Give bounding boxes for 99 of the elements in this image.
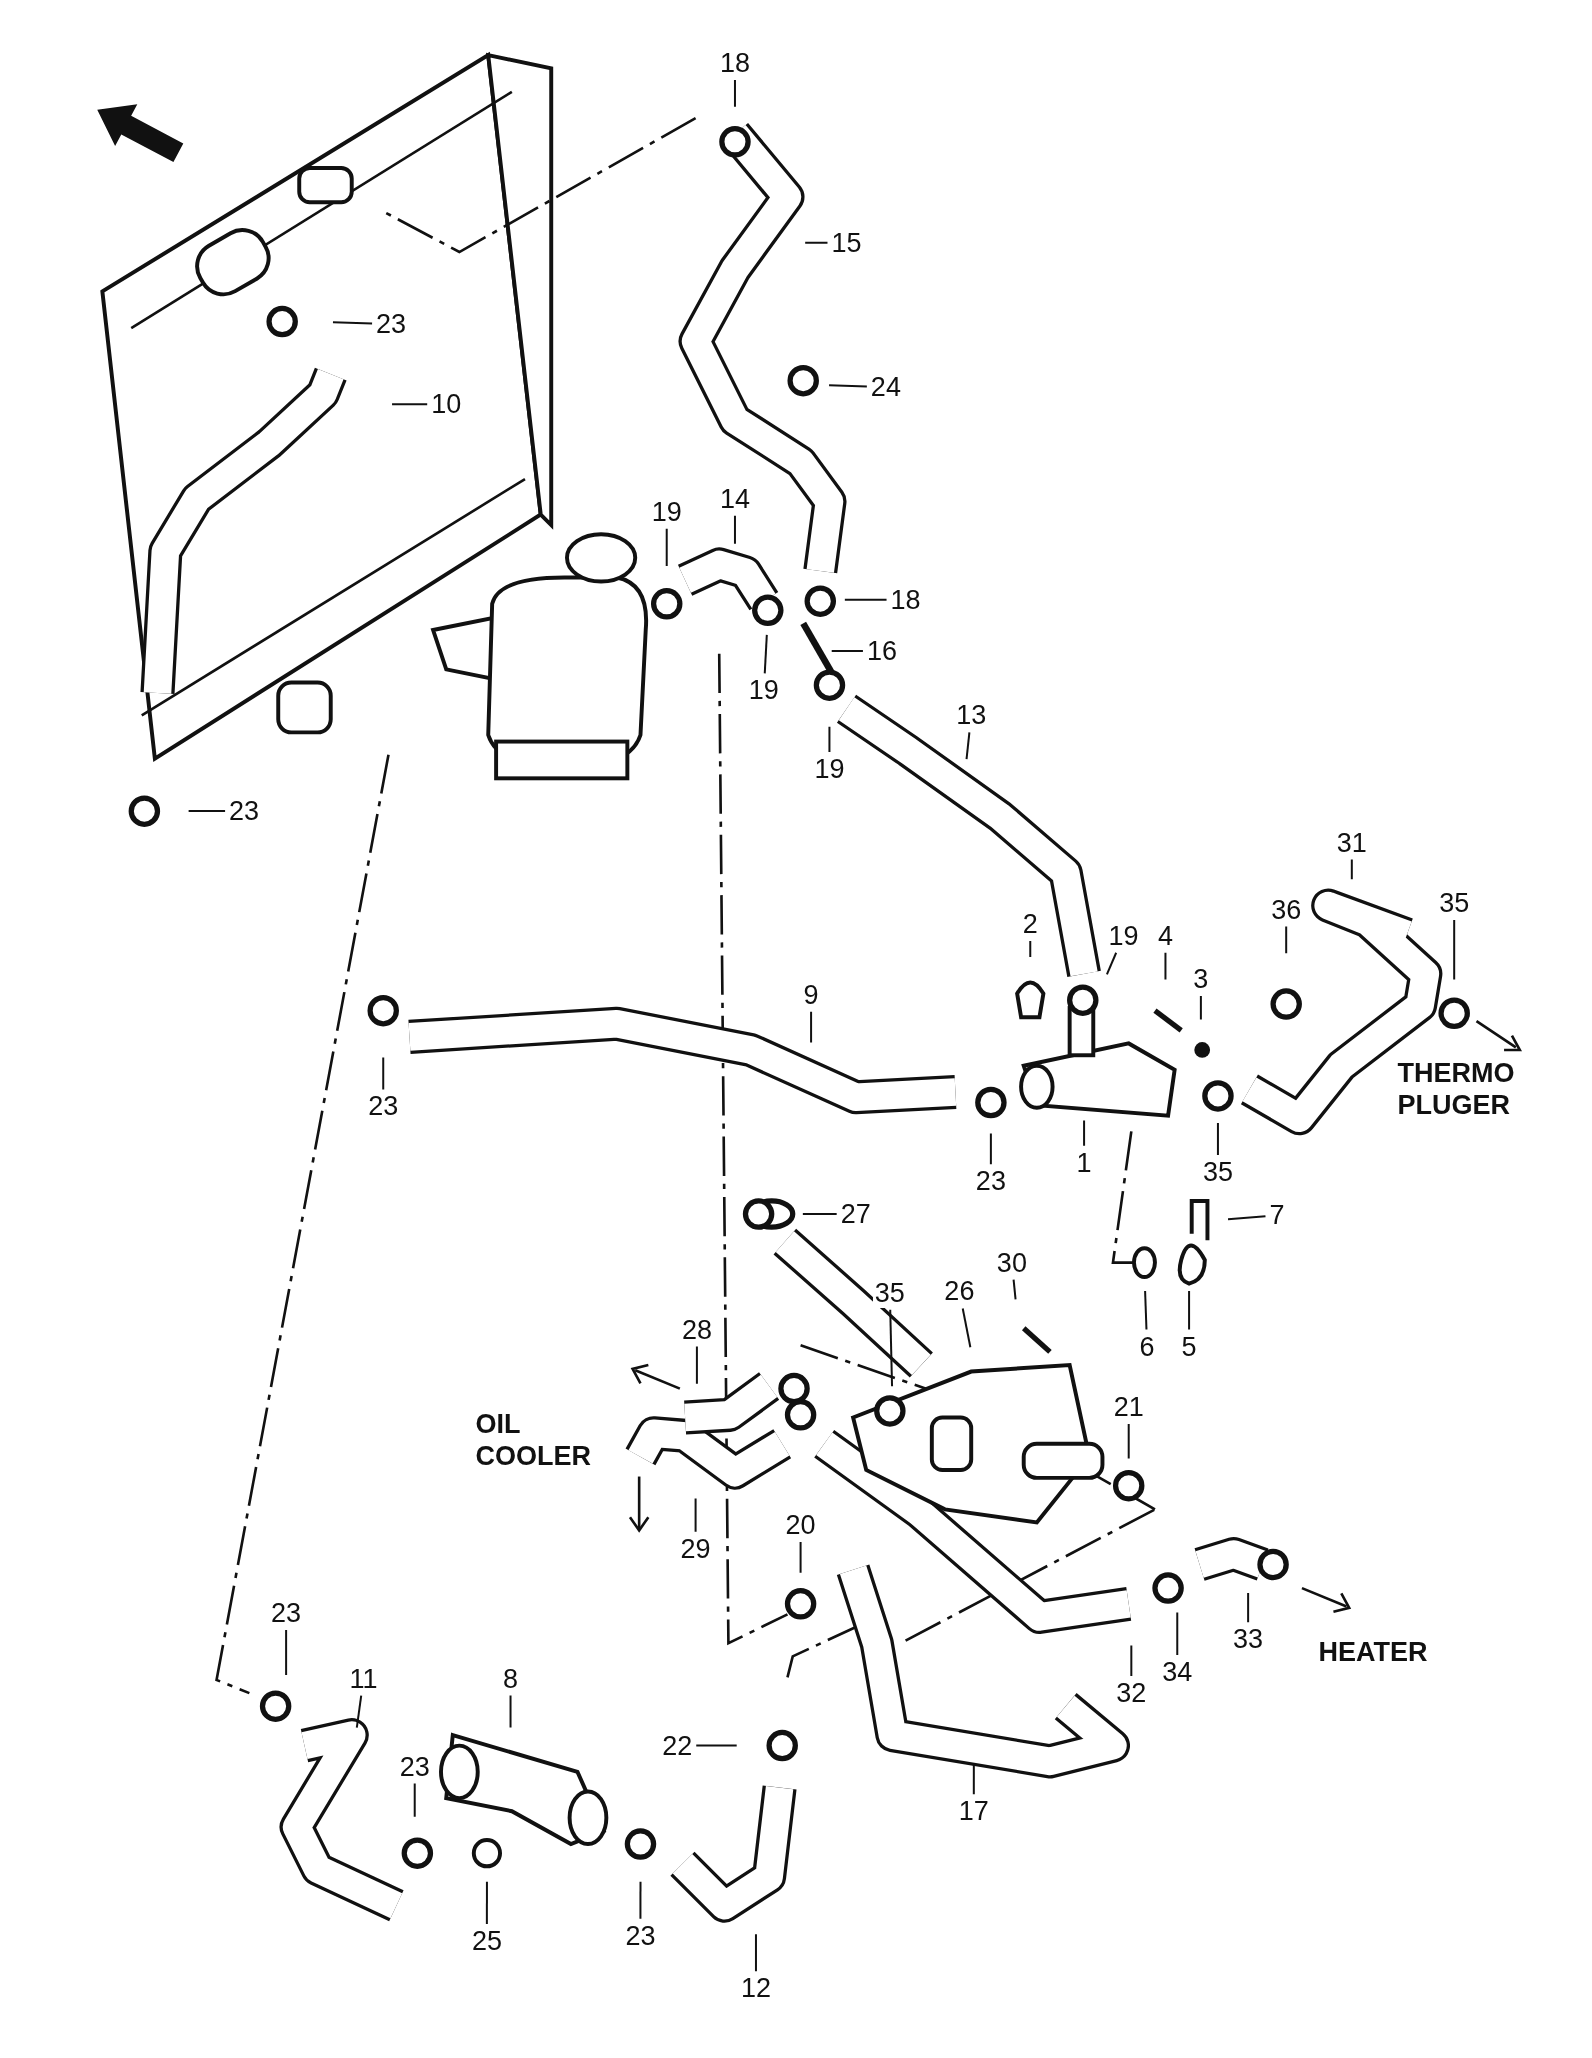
callout-number: 22 bbox=[662, 1730, 693, 1761]
leader-line bbox=[391, 403, 429, 406]
callout-number: 23 bbox=[399, 1751, 430, 1782]
callout-number: 15 bbox=[831, 227, 862, 258]
callout-number: 10 bbox=[431, 389, 462, 420]
leader-line bbox=[1216, 1122, 1219, 1156]
callout-number: 26 bbox=[944, 1276, 975, 1307]
leader-line bbox=[1176, 1611, 1179, 1657]
leader-line bbox=[1285, 925, 1288, 955]
callout-number: 23 bbox=[376, 309, 407, 340]
callout-number: 33 bbox=[1233, 1624, 1264, 1655]
leader-line bbox=[972, 1762, 975, 1796]
callout-number: 4 bbox=[1157, 920, 1173, 951]
callout-number: 7 bbox=[1269, 1200, 1285, 1231]
leader-line bbox=[965, 731, 971, 761]
leader-line bbox=[695, 1345, 698, 1385]
leader-line bbox=[509, 1694, 512, 1729]
leader-line bbox=[810, 1010, 813, 1044]
leader-line bbox=[694, 1497, 697, 1533]
callout-number: 31 bbox=[1336, 827, 1367, 858]
callout-number: 35 bbox=[1202, 1157, 1233, 1187]
leader-line bbox=[665, 527, 668, 568]
callout-number: 23 bbox=[271, 1598, 302, 1628]
callout-number: 8 bbox=[503, 1663, 519, 1694]
leader-line bbox=[830, 649, 864, 652]
callout-number: 32 bbox=[1116, 1678, 1147, 1709]
callout-number: 2 bbox=[1022, 908, 1038, 939]
callout-number: 19 bbox=[1108, 920, 1139, 951]
leader-line bbox=[733, 514, 736, 545]
leader-line bbox=[889, 1308, 894, 1388]
leader-line bbox=[1247, 1591, 1250, 1624]
callout-number: 13 bbox=[956, 700, 987, 731]
callout-number: 30 bbox=[996, 1247, 1027, 1278]
leader-line bbox=[733, 79, 736, 108]
callout-number: 34 bbox=[1162, 1657, 1193, 1688]
callout-number: 24 bbox=[870, 372, 901, 403]
callout-number: 29 bbox=[680, 1533, 711, 1564]
callout-number: 35 bbox=[874, 1277, 905, 1308]
leader-line bbox=[285, 1629, 288, 1677]
leader-line bbox=[1164, 951, 1167, 981]
leader-line bbox=[382, 1056, 385, 1091]
callout-number: 19 bbox=[748, 675, 779, 706]
callout-number: 9 bbox=[803, 979, 819, 1010]
callout-number: 23 bbox=[368, 1091, 399, 1122]
callout-number: 20 bbox=[785, 1510, 816, 1541]
leader-line bbox=[1105, 951, 1118, 976]
callout-number: 6 bbox=[1139, 1331, 1155, 1362]
leader-line bbox=[1029, 939, 1032, 959]
callout-number: 25 bbox=[471, 1926, 502, 1957]
callout-number: 23 bbox=[229, 796, 260, 827]
callout-number: 14 bbox=[719, 483, 750, 514]
leader-line bbox=[1144, 1290, 1148, 1331]
callout-number: 5 bbox=[1181, 1331, 1197, 1362]
callout-number: 19 bbox=[651, 496, 682, 527]
leader-line bbox=[485, 1880, 488, 1926]
callout-number: 16 bbox=[866, 635, 897, 666]
callout-number: 1 bbox=[1076, 1147, 1092, 1178]
callout-number: 35 bbox=[1439, 887, 1470, 918]
leader-line bbox=[1127, 1422, 1130, 1460]
leader-line bbox=[695, 1744, 738, 1747]
leader-line bbox=[804, 241, 829, 244]
callout-number: 19 bbox=[814, 754, 845, 785]
leader-line bbox=[332, 321, 374, 325]
callout-number: 28 bbox=[681, 1314, 712, 1345]
leader-line bbox=[413, 1782, 416, 1818]
leader-line bbox=[763, 633, 768, 675]
leader-line bbox=[1012, 1278, 1017, 1301]
destination-label: THERMO PLUGER bbox=[1397, 1057, 1516, 1122]
callout-number: 17 bbox=[958, 1796, 989, 1827]
callout-number: 11 bbox=[349, 1663, 378, 1694]
leader-line bbox=[187, 810, 227, 813]
callout-number: 27 bbox=[840, 1199, 871, 1229]
callout-number: 23 bbox=[625, 1920, 656, 1951]
destination-label: OIL COOLER bbox=[475, 1407, 593, 1472]
leader-line bbox=[639, 1880, 642, 1920]
leader-line bbox=[843, 598, 888, 601]
callout-number: 21 bbox=[1113, 1391, 1144, 1422]
leader-line bbox=[961, 1307, 972, 1349]
callout-number: 3 bbox=[1193, 964, 1209, 995]
destination-label: HEATER bbox=[1318, 1636, 1429, 1669]
callout-number: 18 bbox=[719, 48, 750, 78]
leader-line bbox=[989, 1132, 992, 1166]
leader-line bbox=[1083, 1119, 1086, 1147]
leader-line bbox=[1188, 1290, 1191, 1331]
callout-number: 23 bbox=[975, 1166, 1006, 1197]
leader-line bbox=[801, 1213, 838, 1215]
callout-number: 12 bbox=[740, 1973, 771, 2004]
callout-number: 36 bbox=[1271, 894, 1302, 925]
leader-line bbox=[754, 1933, 757, 1973]
leader-line bbox=[1130, 1644, 1133, 1678]
leader-line bbox=[828, 384, 868, 388]
leader-line bbox=[1199, 995, 1202, 1021]
leader-line bbox=[799, 1541, 802, 1574]
leader-line bbox=[1227, 1215, 1267, 1221]
callout-number: 18 bbox=[890, 584, 921, 615]
leader-line bbox=[1453, 918, 1456, 981]
leader-line bbox=[1350, 858, 1353, 881]
leader-line bbox=[828, 725, 831, 754]
leader-line bbox=[355, 1694, 363, 1729]
